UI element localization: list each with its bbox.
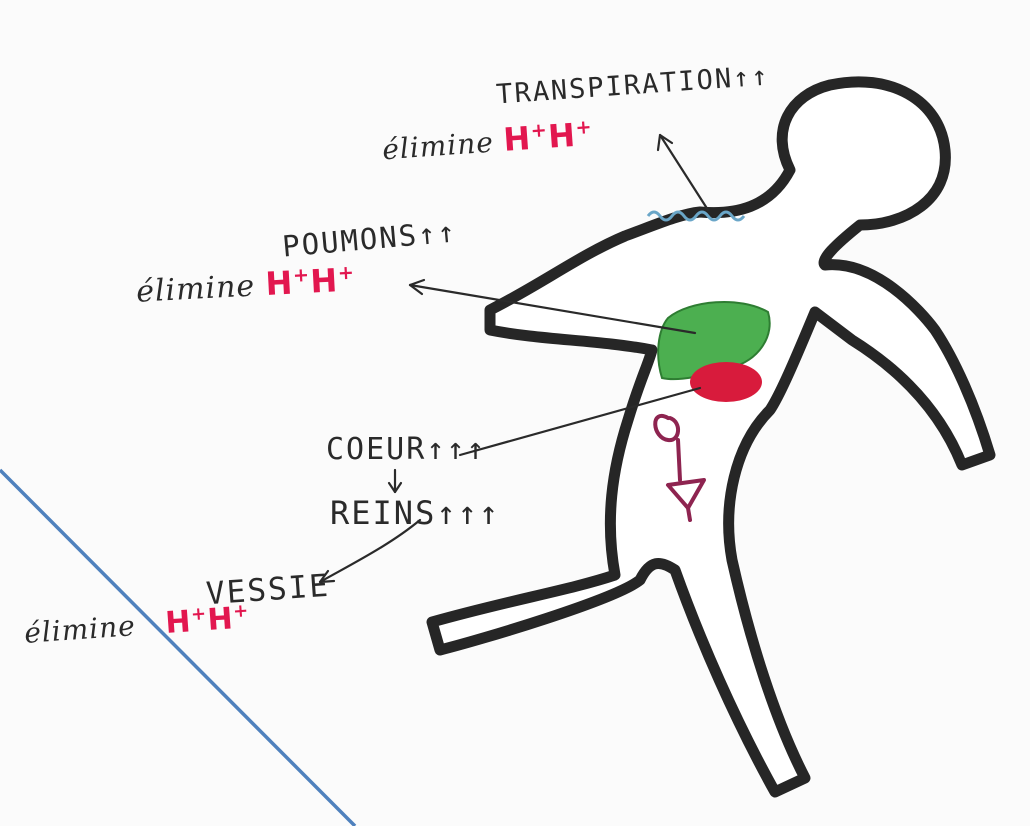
body-outline bbox=[432, 82, 990, 792]
coeur-label: COEUR↑↑↑ bbox=[326, 432, 487, 467]
coeur-text: COEUR bbox=[326, 432, 426, 467]
poumons-ions: H+H+ bbox=[265, 260, 357, 303]
poumons-up-arrows: ↑↑ bbox=[417, 214, 459, 251]
transpiration-ions: H+H+ bbox=[502, 115, 594, 159]
reins-label: REINS↑↑↑ bbox=[330, 494, 500, 532]
heart-organ bbox=[690, 362, 762, 402]
reins-text: REINS bbox=[330, 494, 436, 532]
vessie-ions: H+H+ bbox=[164, 600, 251, 641]
coeur-up-arrows: ↑↑↑ bbox=[426, 432, 486, 467]
reins-up-arrows: ↑↑↑ bbox=[436, 494, 500, 532]
poumons-verb: élimine bbox=[135, 269, 256, 310]
transpiration-arrow bbox=[660, 135, 708, 210]
transpiration-verb: élimine bbox=[381, 126, 495, 167]
vessie-verb: élimine bbox=[23, 609, 137, 650]
transpiration-up-arrows: ↑↑ bbox=[732, 60, 771, 93]
